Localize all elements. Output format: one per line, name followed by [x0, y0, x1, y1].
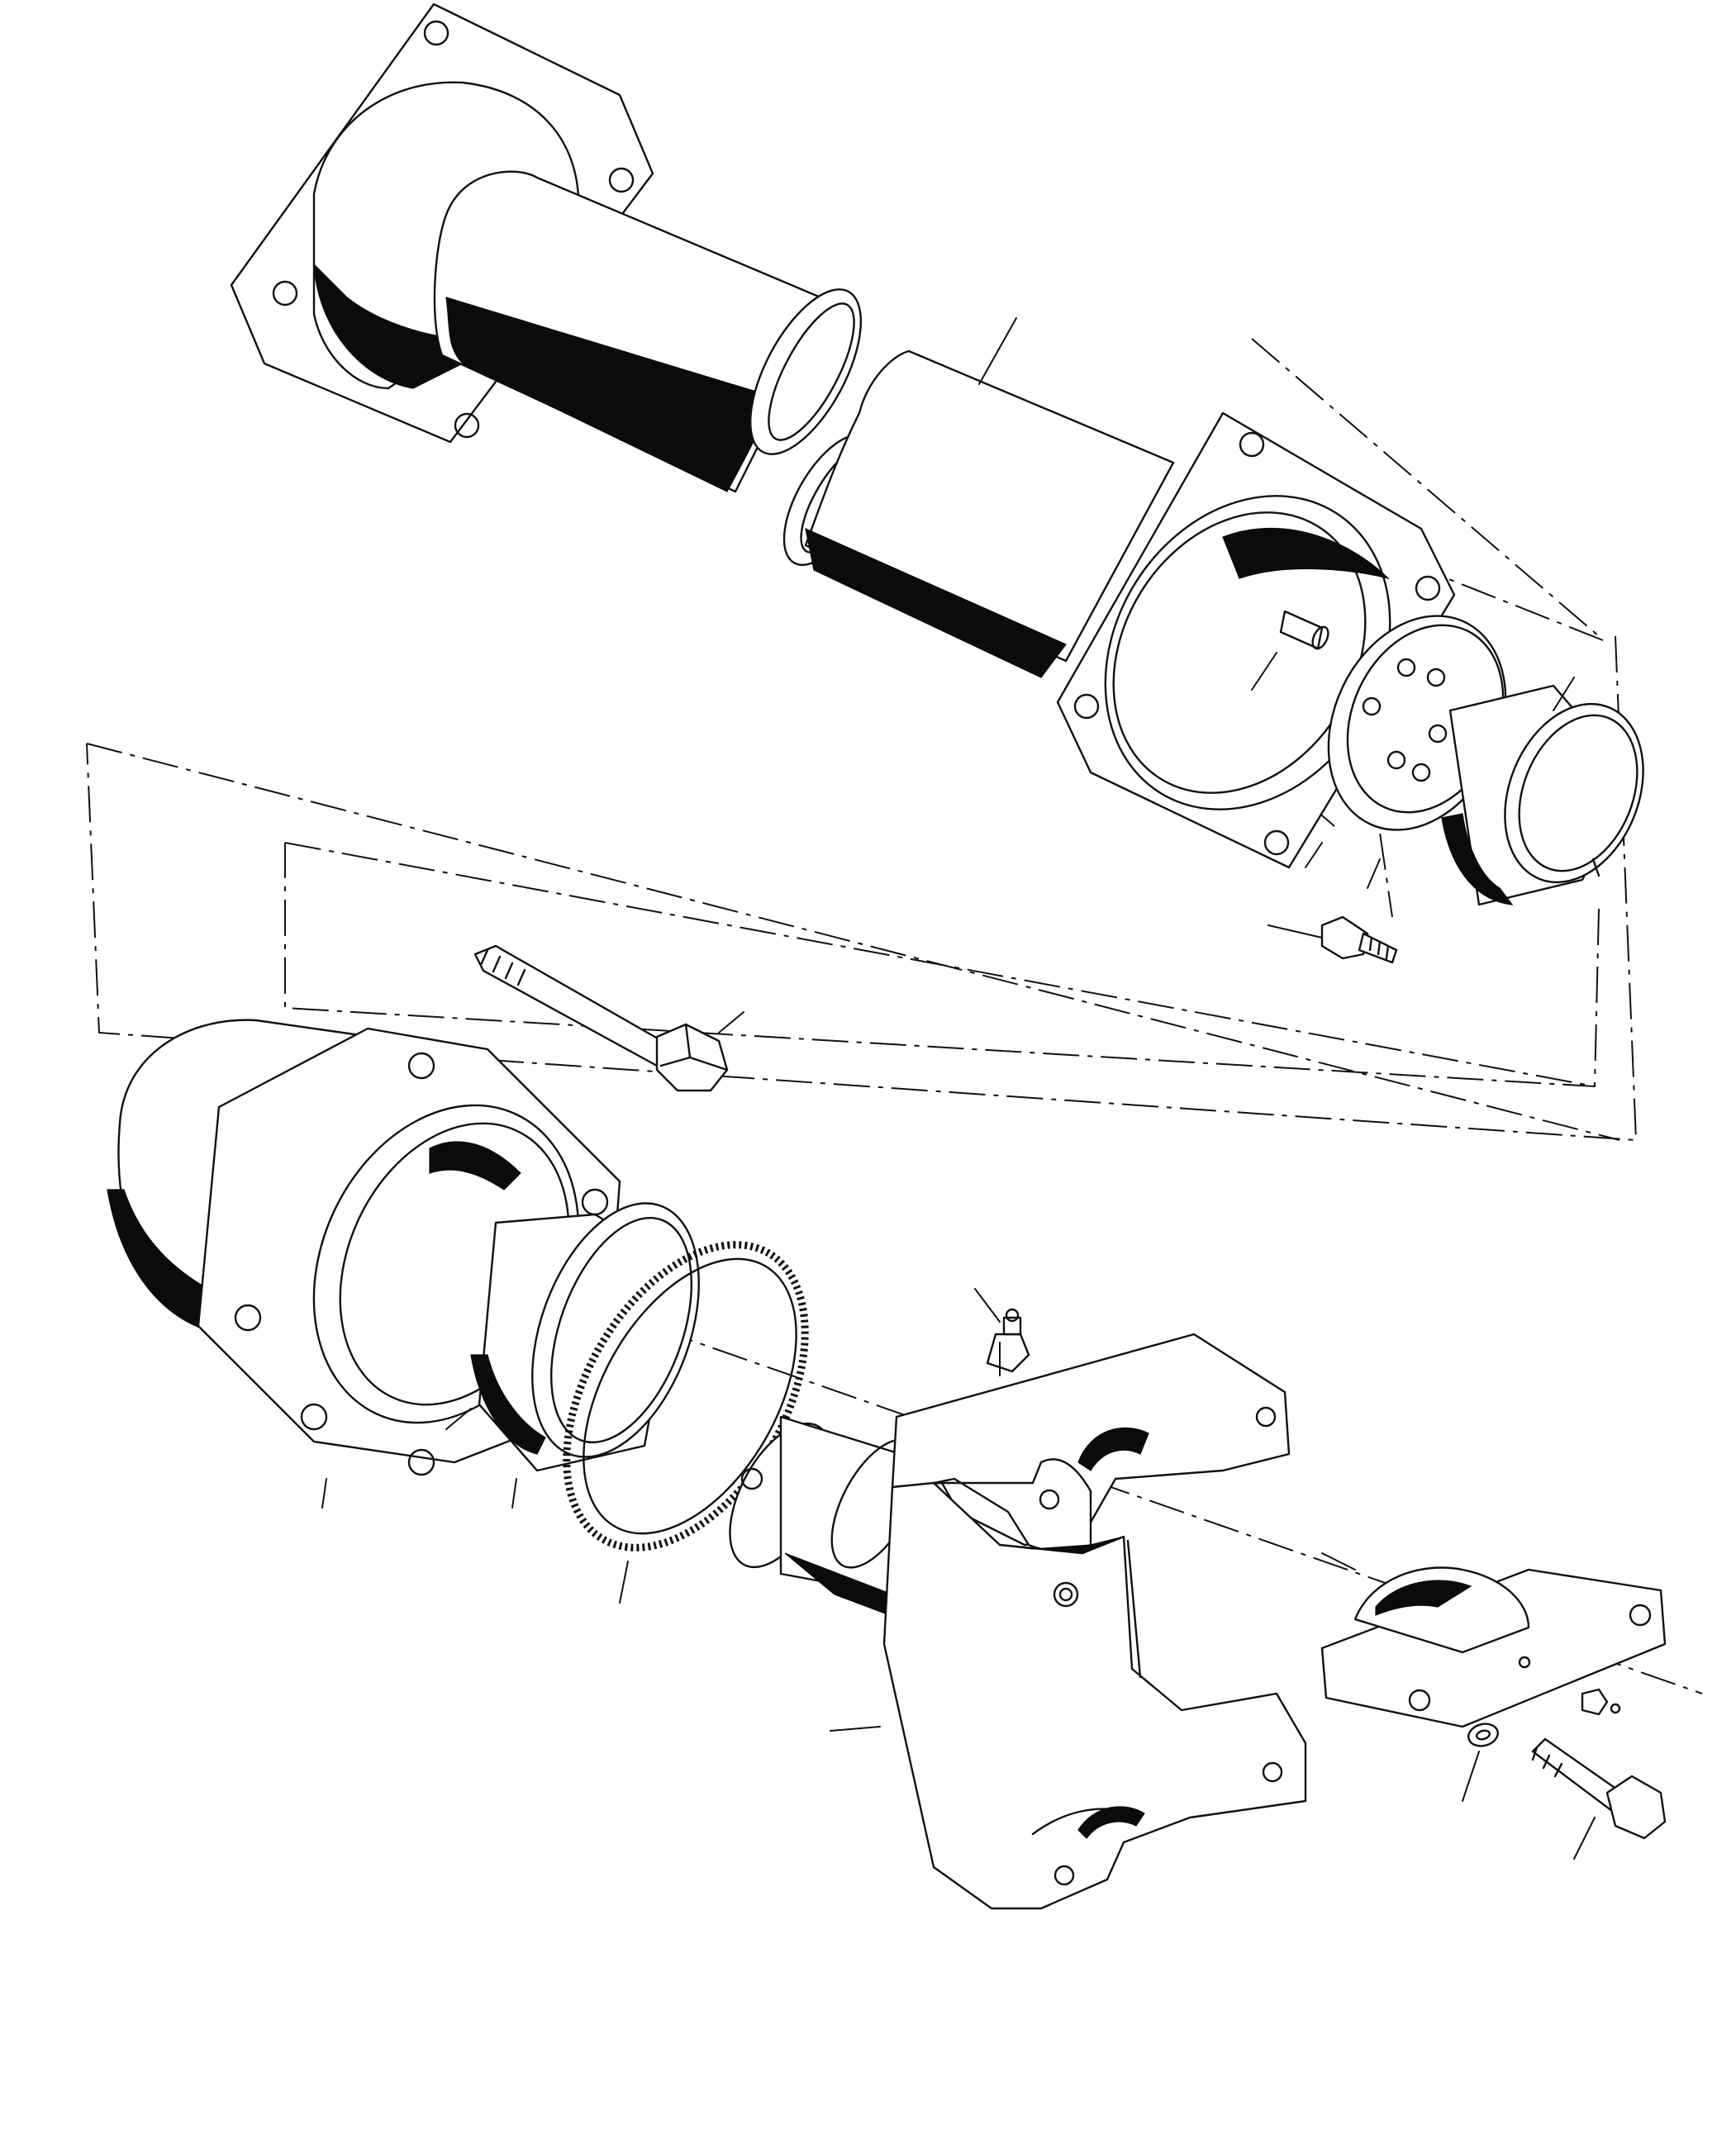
- small-screw: [1320, 915, 1398, 964]
- leader-lines: [321, 317, 1596, 1860]
- split-bushing: [1441, 684, 1644, 906]
- dowel-pin: [1279, 610, 1329, 650]
- bearing-race: [470, 1202, 700, 1472]
- clamp-cap: [1320, 1566, 1667, 1728]
- yoke: [882, 1333, 1307, 1910]
- lock-washer: [1467, 1723, 1499, 1747]
- grease-fitting: [986, 1308, 1030, 1373]
- yoke-shaft: [729, 1415, 921, 1621]
- cap-bolt: [1531, 1688, 1667, 1840]
- long-bolt: [473, 944, 729, 1092]
- outer-housing-tube: [230, 2, 863, 493]
